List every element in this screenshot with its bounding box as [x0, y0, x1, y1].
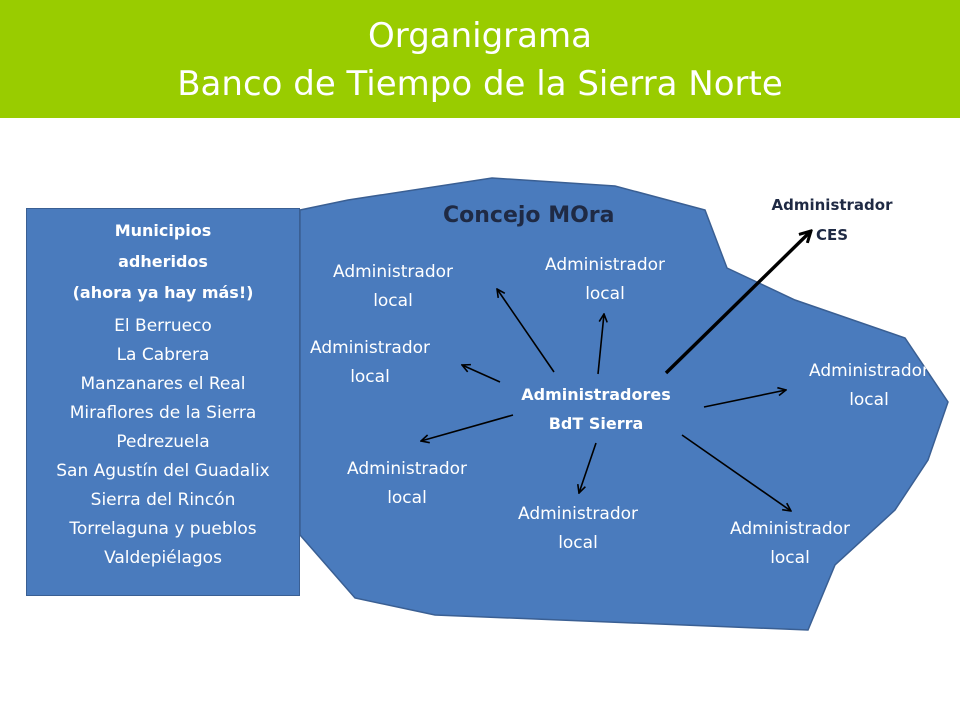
municipio-item: San Agustín del Guadalix — [56, 461, 270, 481]
ces-node: Administrador CES — [752, 190, 912, 250]
center-node-line1: Administradores — [521, 385, 671, 404]
municipios-title-line: adheridos — [118, 252, 208, 271]
center-node: Administradores BdT Sierra — [500, 380, 692, 438]
arrow-local-1 — [497, 289, 555, 373]
local-node-line1: Administrador — [332, 262, 453, 282]
local-node-line2: local — [558, 533, 598, 553]
local-node-1: Administrador local — [313, 258, 473, 316]
region-title: Concejo MOra — [443, 203, 615, 228]
local-node-line1: Administrador — [346, 459, 467, 479]
municipios-list: El Berrueco La Cabrera Manzanares el Rea… — [27, 312, 299, 573]
ces-node-line2: CES — [815, 226, 849, 244]
municipio-item: Miraflores de la Sierra — [69, 403, 257, 423]
local-node-line2: local — [373, 291, 413, 311]
municipio-item: Torrelaguna y pueblos — [69, 519, 257, 539]
ces-node-line1: Administrador — [771, 196, 893, 214]
local-node-7: Administrador local — [710, 515, 870, 573]
title-banner: Organigrama Banco de Tiempo de la Sierra… — [0, 0, 960, 118]
municipio-item: Pedrezuela — [116, 432, 210, 452]
arrow-local-5 — [421, 414, 514, 441]
local-node-line2: local — [849, 390, 889, 410]
local-node-line1: Administrador — [808, 361, 929, 381]
arrow-local-7 — [681, 434, 791, 511]
local-node-line1: Administrador — [729, 519, 850, 539]
arrow-local-6 — [579, 442, 597, 493]
arrow-local-2 — [597, 314, 604, 375]
arrow-local-4 — [703, 390, 786, 408]
municipio-item: Sierra del Rincón — [90, 490, 236, 510]
municipio-item: Manzanares el Real — [80, 374, 246, 394]
local-node-4: Administrador local — [789, 357, 949, 415]
local-node-line2: local — [585, 284, 625, 304]
municipios-panel: Municipios adheridos (ahora ya hay más!)… — [26, 208, 300, 596]
arrow-ces — [664, 231, 811, 375]
local-node-2: Administrador local — [525, 251, 685, 309]
local-node-line1: Administrador — [309, 338, 430, 358]
local-node-line1: Administrador — [517, 504, 638, 524]
arrow-local-3 — [462, 365, 501, 383]
center-node-line2: BdT Sierra — [548, 414, 644, 433]
municipios-title: Municipios adheridos (ahora ya hay más!) — [27, 215, 299, 308]
local-node-line1: Administrador — [544, 255, 665, 275]
municipio-item: Valdepiélagos — [104, 548, 222, 568]
municipio-item: El Berrueco — [114, 316, 212, 336]
region-shape — [299, 177, 949, 631]
local-node-5: Administrador local — [327, 455, 487, 513]
municipios-title-line: (ahora ya hay más!) — [72, 283, 254, 302]
title-line-1: Organigrama — [368, 16, 592, 56]
local-node-6: Administrador local — [498, 500, 658, 558]
local-node-3: Administrador local — [290, 334, 450, 392]
local-node-line2: local — [350, 367, 390, 387]
municipios-title-line: Municipios — [114, 221, 212, 240]
local-node-line2: local — [387, 488, 427, 508]
local-node-line2: local — [770, 548, 810, 568]
title-line-2: Banco de Tiempo de la Sierra Norte — [177, 64, 783, 104]
municipio-item: La Cabrera — [116, 345, 210, 365]
